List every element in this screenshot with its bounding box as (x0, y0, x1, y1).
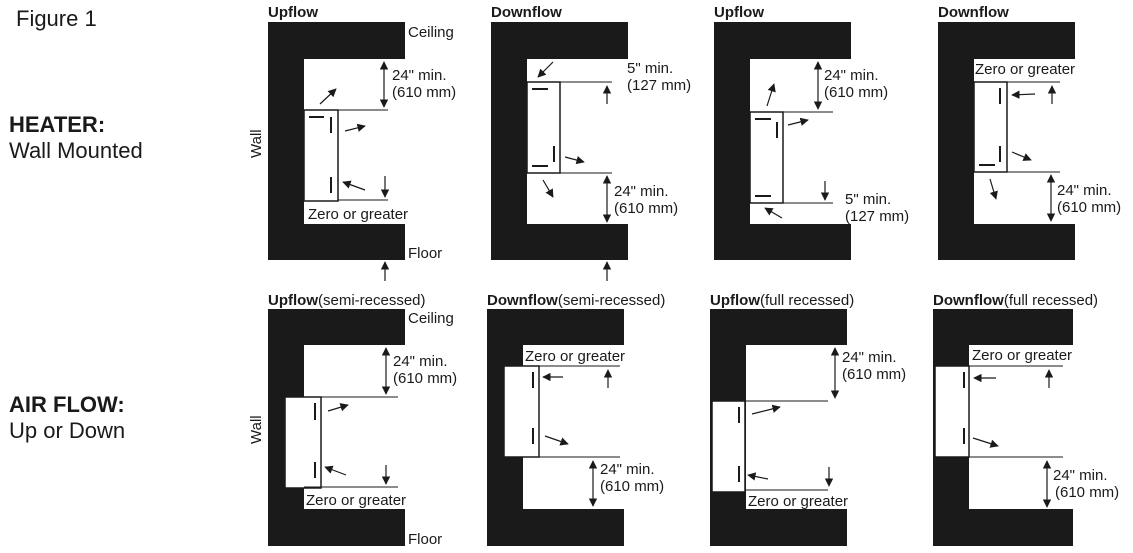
clearance-mm-label: (610 mm) (600, 478, 664, 495)
panel-upflow-wall-mounted: Upflow Ceiling Floor Wall 24" min. (610 … (248, 4, 456, 281)
floor-label: Floor (408, 245, 442, 262)
heater-unit (526, 81, 561, 174)
clearance-label: 24" min. (600, 461, 655, 478)
airflow-caption: AIR FLOW: Up or Down (9, 392, 125, 444)
clearance-mm-label: (610 mm) (1057, 199, 1121, 216)
panel-downflow-full-recessed: Downflow(full recessed) Zero or greater … (933, 292, 1119, 546)
panel-title: Downflow(semi-recessed) (487, 292, 665, 309)
panel-title: Downflow (938, 4, 1009, 21)
clearance-mm-label: (610 mm) (842, 366, 906, 383)
wall-label: Wall (248, 129, 265, 158)
clearance-label: 24" min. (842, 349, 897, 366)
heater-unit (749, 111, 784, 204)
panel-downflow-semi-recessed: Downflow(semi-recessed) Zero or greater … (487, 292, 665, 546)
panel-downflow-wall-mounted: Downflow 5" min. (127 mm) 24" min. (610 … (491, 4, 691, 281)
panel-title: Downflow (491, 4, 562, 21)
wall-section (714, 22, 851, 260)
panel-title: Upflow (268, 4, 318, 21)
panel-upflow-full-recessed: Upflow(full recessed) 24" min. (610 mm) … (710, 292, 906, 546)
clearance-label: 24" min. (393, 353, 448, 370)
airflow-heading: AIR FLOW: (9, 392, 125, 417)
clearance-label: 5" min. (627, 60, 673, 77)
clearance-mm-label: (127 mm) (627, 77, 691, 94)
panel-downflow-wall-mounted-2: Downflow Zero or greater 24" min. (610 m… (938, 4, 1121, 260)
panel-title: Upflow(full recessed) (710, 292, 854, 309)
wall-section (268, 22, 405, 260)
wall-section (938, 22, 1075, 260)
zero-or-greater-label: Zero or greater (525, 348, 625, 365)
panel-upflow-semi-recessed: Upflow(semi-recessed) Ceiling Floor Wall… (248, 292, 457, 548)
wall-section (491, 22, 628, 260)
clearance-mm-label: (610 mm) (393, 370, 457, 387)
panel-title: Upflow (714, 4, 764, 21)
zero-or-greater-label: Zero or greater (972, 347, 1072, 364)
ceiling-label: Ceiling (408, 24, 454, 41)
clearance-mm-label: (610 mm) (392, 84, 456, 101)
clearance-label: 5" min. (845, 191, 891, 208)
airflow-subheading: Up or Down (9, 418, 126, 443)
wall-label: Wall (248, 415, 265, 444)
zero-or-greater-label: Zero or greater (308, 206, 408, 223)
clearance-mm-label: (127 mm) (845, 208, 909, 225)
ceiling-label: Ceiling (408, 310, 454, 327)
figure-title: Figure 1 (16, 6, 97, 31)
panel-title: Upflow(semi-recessed) (268, 292, 426, 309)
panel-title: Downflow(full recessed) (933, 292, 1098, 309)
floor-label: Floor (408, 531, 442, 548)
heater-caption: HEATER: Wall Mounted (9, 112, 143, 164)
clearance-label: 24" min. (392, 67, 447, 84)
clearance-label: 24" min. (1053, 467, 1108, 484)
heater-unit (711, 400, 746, 493)
panel-upflow-wall-mounted-2: Upflow 24" min. (610 mm) 5" min. (127 mm… (714, 4, 909, 260)
zero-or-greater-label: Zero or greater (306, 492, 406, 509)
clearance-mm-label: (610 mm) (824, 84, 888, 101)
zero-or-greater-label: Zero or greater (748, 493, 848, 510)
clearance-label: 24" min. (1057, 182, 1112, 199)
heater-heading: HEATER: (9, 112, 106, 137)
clearance-mm-label: (610 mm) (614, 200, 678, 217)
heater-unit (303, 109, 339, 202)
clearance-label: 24" min. (824, 67, 879, 84)
heater-unit (973, 81, 1008, 173)
heater-subheading: Wall Mounted (9, 138, 143, 163)
clearance-label: 24" min. (614, 183, 669, 200)
clearance-mm-label: (610 mm) (1055, 484, 1119, 501)
zero-or-greater-label: Zero or greater (975, 61, 1075, 78)
